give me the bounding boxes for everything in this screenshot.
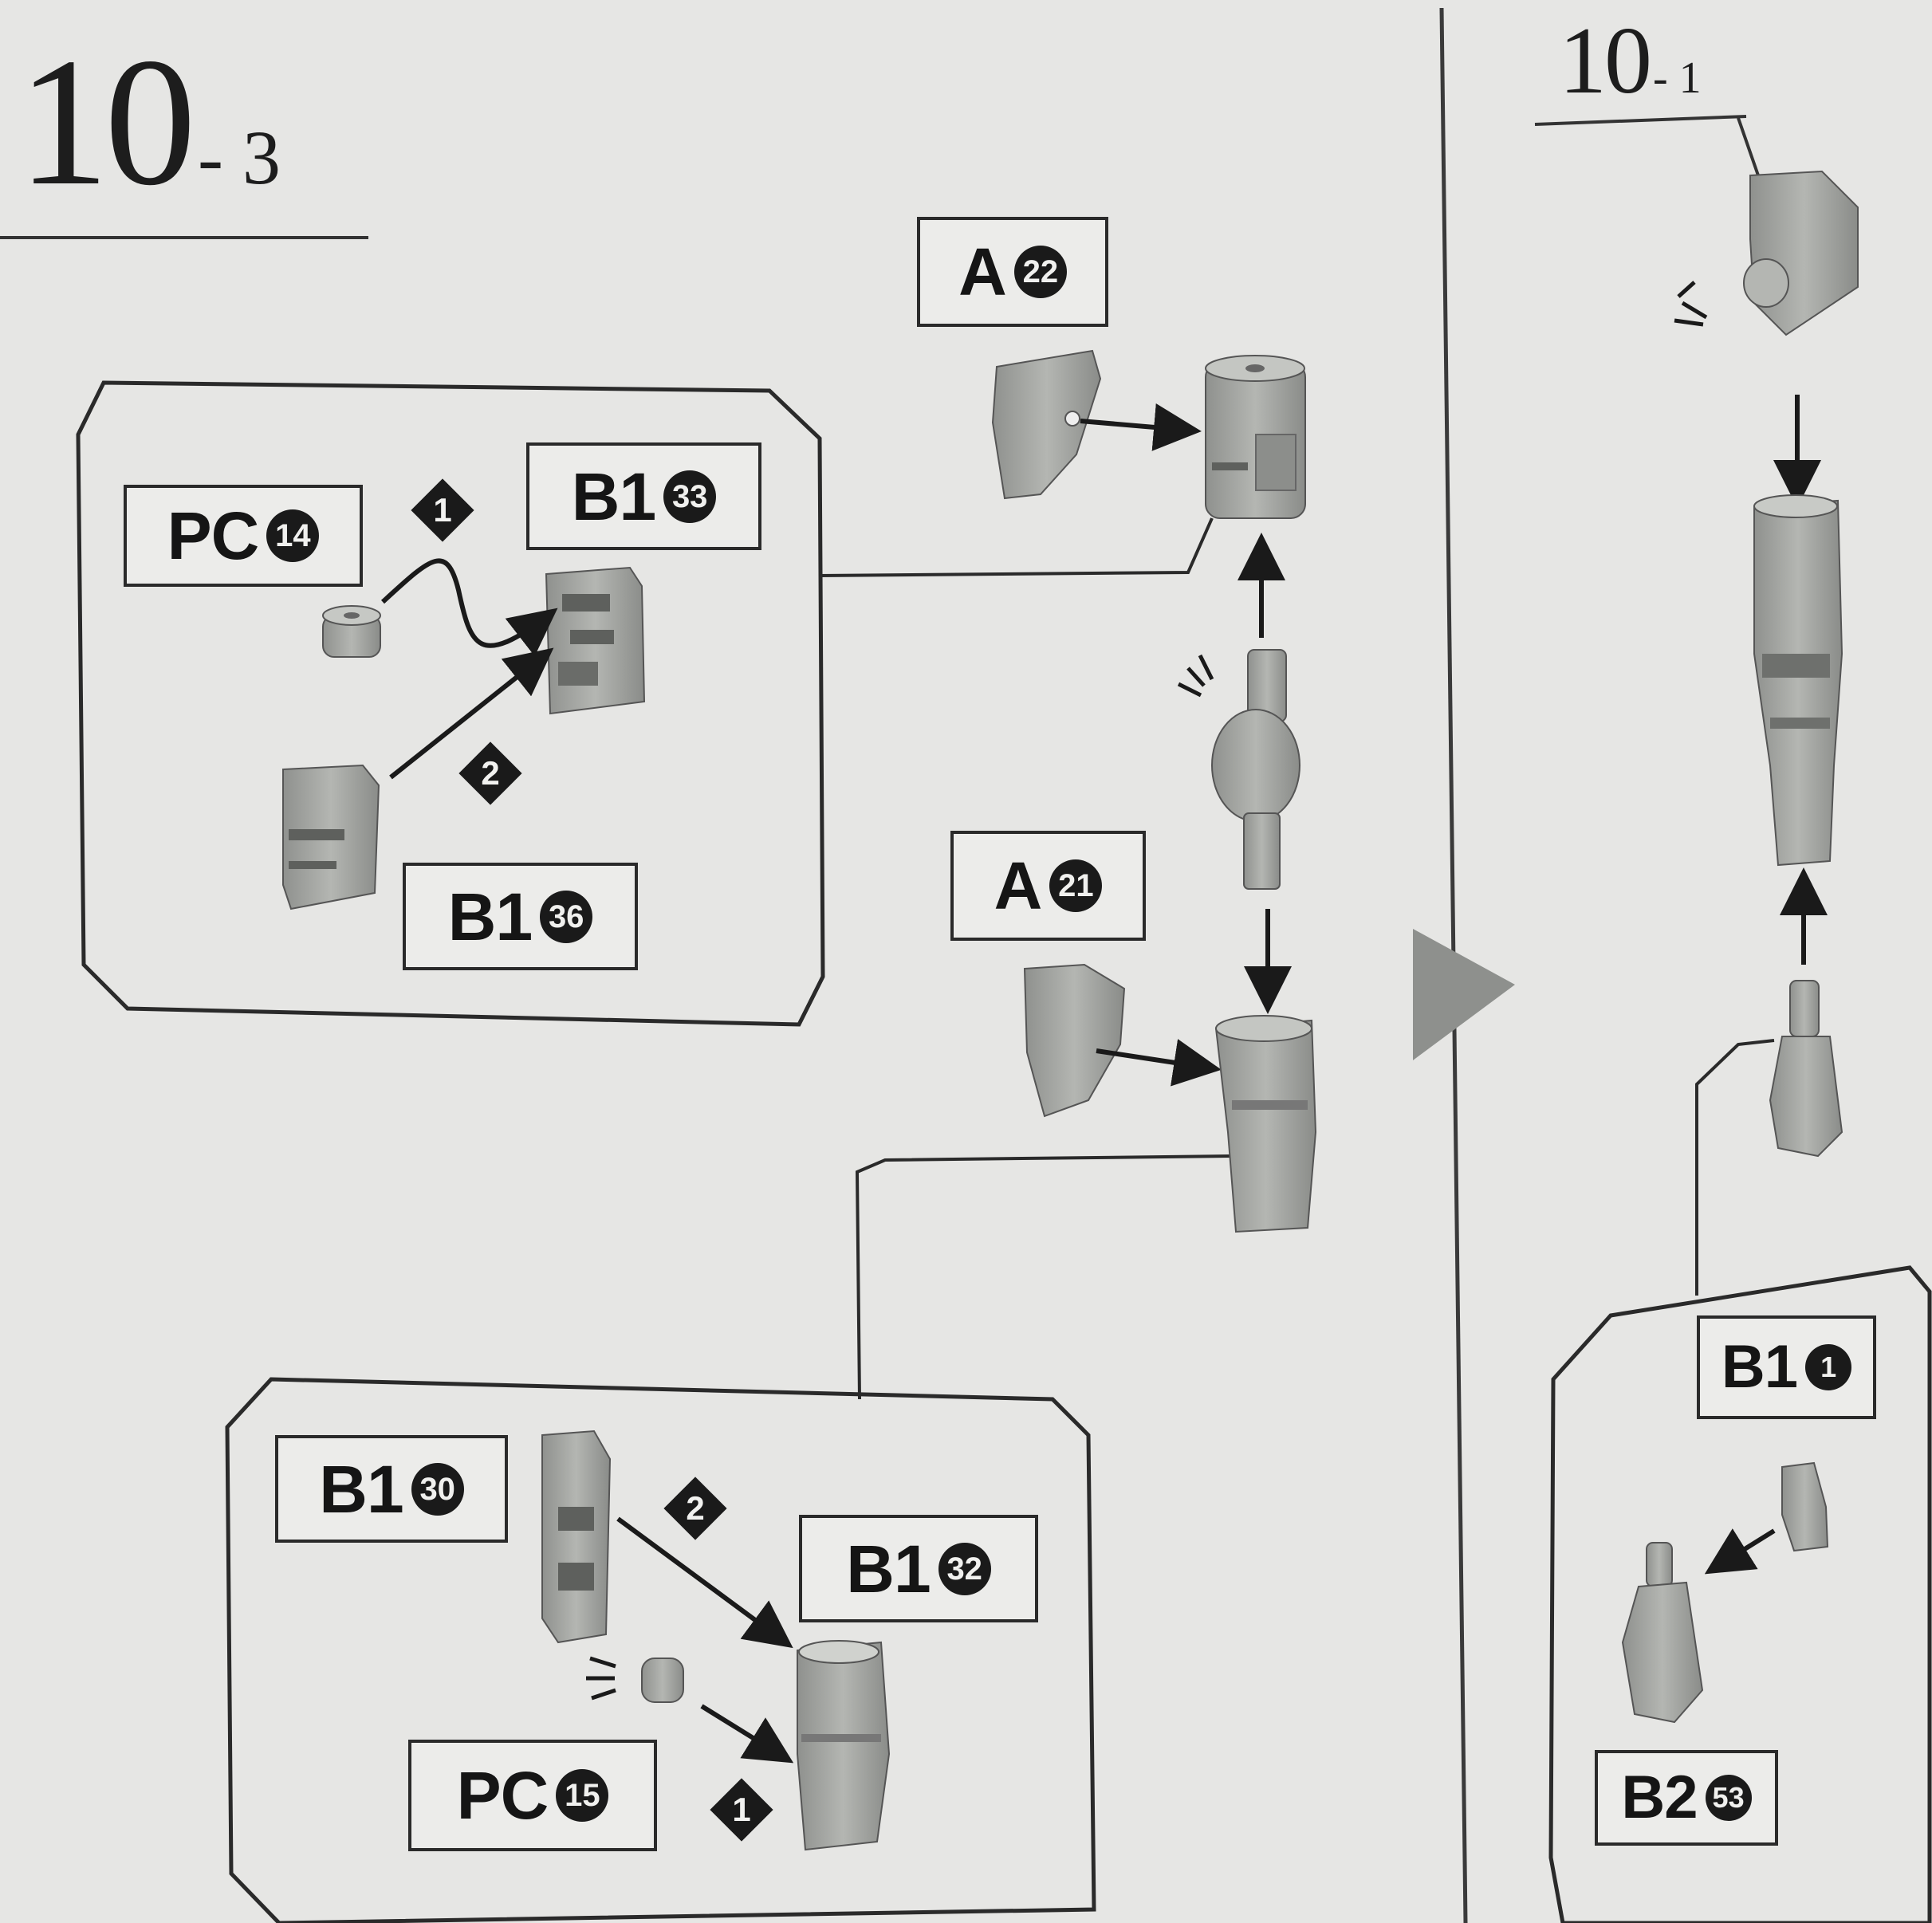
part-joint-shape [1177, 649, 1300, 890]
part-b1-1-shape [1781, 1461, 1829, 1552]
part-number-badge: 32 [938, 1542, 991, 1595]
subassembly-box-right [1548, 1265, 1932, 1923]
order-diamond-1-lower: 1 [710, 1778, 773, 1842]
part-tag-a22: A 22 [917, 217, 1108, 327]
part-number-badge: 53 [1705, 1775, 1752, 1821]
part-knee-armor-shape [1674, 170, 1859, 336]
connector-line-upper [819, 517, 1214, 577]
part-number-badge: 36 [540, 890, 593, 943]
runner-letter: B1 [1721, 1333, 1798, 1401]
order-diamond-2-lower: 2 [663, 1477, 727, 1540]
part-b1-30-shape [541, 1429, 612, 1644]
part-number-badge: 30 [411, 1462, 464, 1516]
part-number-badge: 22 [1013, 246, 1067, 298]
arrow-step-1-lower [700, 1704, 794, 1764]
arrow-b1-1 [1704, 1528, 1776, 1575]
runner-letter: PC [456, 1758, 549, 1833]
arrow-a22 [1080, 403, 1202, 451]
runner-letter: B2 [1621, 1764, 1698, 1831]
arrow-step-2-lower [616, 1516, 793, 1649]
runner-letter: B1 [846, 1531, 931, 1606]
runner-letter: B1 [447, 879, 533, 954]
leader-line-head [1737, 117, 1760, 176]
runner-letter: A [958, 234, 1007, 309]
arrow-a21 [1096, 1039, 1222, 1087]
order-number: 1 [732, 1791, 751, 1828]
part-tag-b1-33: B1 33 [526, 442, 761, 550]
part-tag-b1-30: B1 30 [275, 1435, 508, 1543]
proceed-triangle [1413, 929, 1515, 1060]
part-number-badge: 15 [556, 1769, 609, 1822]
part-number-badge: 33 [663, 470, 717, 523]
subassembly-box-lower [225, 1377, 1096, 1923]
runner-letter: B1 [319, 1451, 403, 1527]
title-underline-right [1534, 115, 1747, 126]
order-diamond-2-upper: 2 [458, 741, 522, 805]
part-tag-b1-36: B1 36 [403, 863, 638, 970]
part-pc14-shape [322, 605, 381, 658]
order-number: 1 [433, 491, 452, 529]
part-b2-53-shape [1621, 1542, 1704, 1724]
step-sub-number: - 3 [198, 115, 281, 200]
step-main-number: 10 [18, 20, 196, 223]
part-lower-leg-shape [1214, 1015, 1317, 1233]
part-foot-shape [1769, 980, 1843, 1158]
part-tag-a21: A 21 [950, 831, 1146, 941]
part-number-badge: 21 [1049, 859, 1103, 912]
connector-line-lower [855, 1154, 1233, 1400]
runner-letter: A [994, 848, 1043, 923]
order-number: 2 [481, 754, 500, 792]
arrow-step-1-upper [380, 558, 558, 657]
runner-letter: B1 [571, 458, 656, 534]
part-a22-shape [991, 349, 1102, 500]
part-tag-b1-32: B1 32 [799, 1515, 1038, 1622]
part-number-badge: 14 [266, 509, 320, 562]
part-tag-b1-1: B1 1 [1697, 1315, 1876, 1419]
step-number-10-3: 10- 3 [18, 30, 281, 214]
part-b1-33-shape [545, 566, 646, 715]
order-number: 2 [686, 1489, 705, 1527]
step-main-number: 10 [1559, 7, 1652, 113]
part-upper-knee-shape [1205, 355, 1306, 519]
arrow-step-2-upper [389, 647, 554, 780]
part-b1-32-shape [797, 1640, 891, 1851]
subassembly-box-upper [76, 380, 825, 1027]
part-b1-36-shape [282, 764, 380, 910]
connector-line-right [1695, 1039, 1775, 1296]
part-tag-pc14: PC 14 [124, 485, 363, 587]
step-number-10-1: 10- 1 [1559, 13, 1702, 108]
part-tag-pc15: PC 15 [408, 1740, 657, 1851]
order-diamond-1-upper: 1 [411, 478, 474, 542]
part-a21-shape [1023, 963, 1126, 1118]
part-tag-b2-53: B2 53 [1595, 1750, 1778, 1846]
part-assembled-leg-shape [1753, 494, 1843, 867]
part-pc15-shape [586, 1656, 684, 1703]
runner-letter: PC [167, 498, 260, 573]
step-sub-number: - 1 [1653, 53, 1702, 103]
part-number-badge: 1 [1805, 1344, 1852, 1390]
